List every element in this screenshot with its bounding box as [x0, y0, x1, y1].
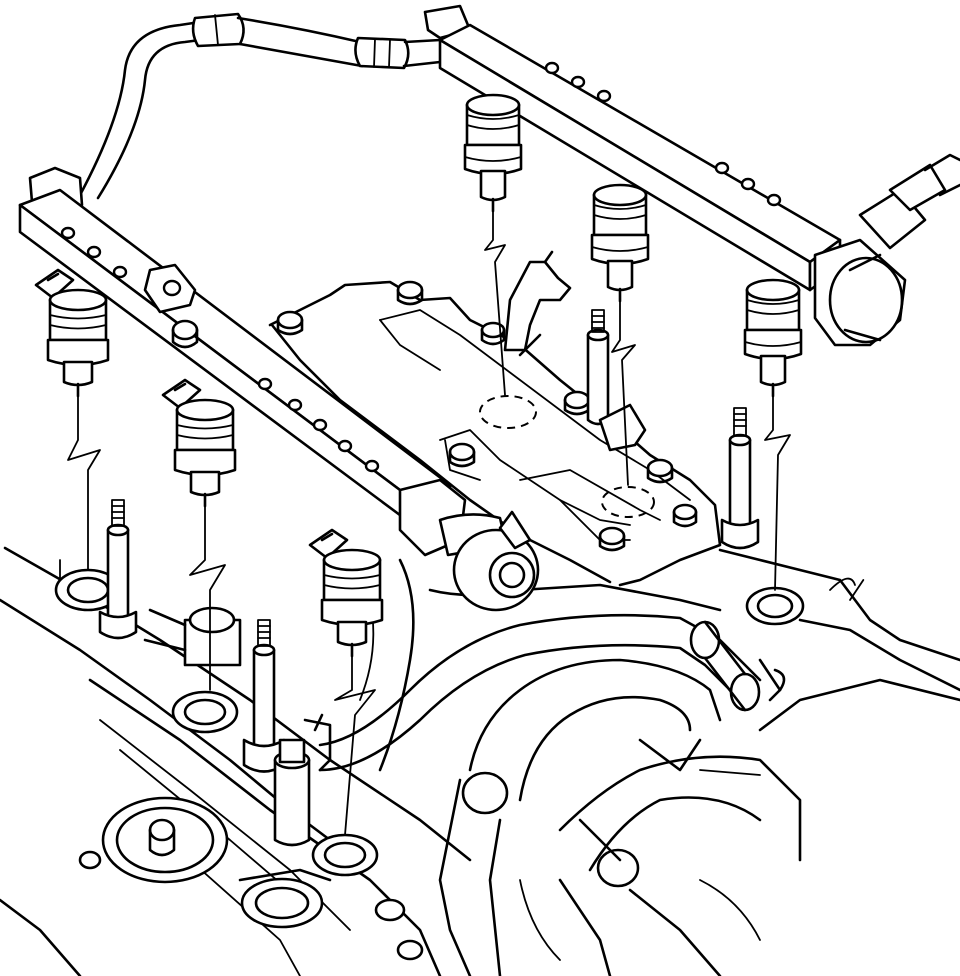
plenum-bolt: [646, 458, 674, 484]
installation-leader-lines: [67, 210, 791, 836]
pressure-regulator: [398, 478, 540, 612]
fuel-feed-fitting: [273, 713, 332, 847]
cylinder-head-details: [78, 796, 424, 961]
plenum-bolt: [563, 390, 591, 416]
injector-port: [54, 568, 122, 612]
mounting-stud: [586, 309, 610, 426]
injector-seat-hidden: [479, 395, 537, 429]
rail-bracket: [503, 250, 572, 357]
plenum-bolt: [480, 321, 506, 346]
fuel-injector: [463, 93, 523, 213]
rail-holes: [544, 61, 782, 207]
injector-port: [171, 690, 239, 734]
fuel-injector: [308, 528, 384, 658]
hose-clamp: [354, 36, 410, 70]
plenum-bolt: [598, 526, 626, 552]
mounting-stud: [242, 619, 286, 773]
injector-port: [745, 586, 805, 626]
return-fitting: [813, 153, 960, 347]
fuel-injector: [161, 378, 237, 508]
plenum-bolt: [276, 310, 304, 336]
rail-mount-boss: [143, 606, 242, 667]
plenum-bolt: [396, 280, 424, 306]
fuel-injector: [590, 183, 650, 303]
fuel-rail-right: [438, 23, 842, 292]
fuel-rail-left: [18, 188, 452, 532]
intake-manifold: [0, 280, 960, 976]
plenum-bolt: [672, 503, 698, 528]
fuel-injector: [743, 278, 803, 398]
fuel-injector: [34, 268, 110, 398]
mounting-stud: [98, 499, 138, 640]
injector-port: [311, 833, 379, 877]
crossover-fuel-hose: [28, 4, 472, 214]
injector-seat-hidden: [601, 486, 655, 518]
vacuum-hose: [318, 613, 762, 772]
rail-holes: [60, 226, 380, 473]
breather-fitting: [461, 771, 509, 815]
mounting-stud: [720, 407, 760, 550]
plenum-bolt: [448, 442, 476, 468]
